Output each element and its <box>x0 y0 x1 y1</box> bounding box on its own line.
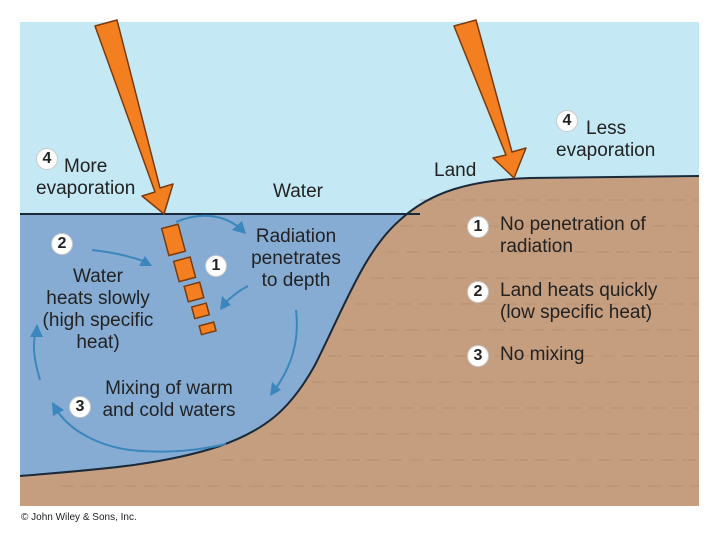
water-heats-slowly-label: Water heats slowly (high specific heat) <box>36 266 160 354</box>
step-2-water-badge: 2 <box>51 233 73 255</box>
no-mixing-label: No mixing <box>500 344 584 366</box>
step-1-land-badge: 1 <box>467 216 489 238</box>
more-evaporation-label: More evaporation <box>36 156 135 200</box>
radiation-penetrates-label: Radiation penetrates to depth <box>246 226 346 292</box>
mixing-label: Mixing of warm and cold waters <box>97 378 241 422</box>
land-heats-quickly-label: Land heats quickly (low specific heat) <box>500 280 657 324</box>
land-label: Land <box>434 160 476 182</box>
no-penetration-label: No penetration of radiation <box>500 214 646 258</box>
less-evaporation-label: Less evaporation <box>556 118 655 162</box>
step-3-land-badge: 3 <box>467 345 489 367</box>
water-label: Water <box>273 181 323 203</box>
step-1-water-badge: 1 <box>205 255 227 277</box>
copyright-notice: © John Wiley & Sons, Inc. <box>21 512 137 523</box>
step-2-land-badge: 2 <box>467 281 489 303</box>
step-3-water-badge: 3 <box>69 396 91 418</box>
